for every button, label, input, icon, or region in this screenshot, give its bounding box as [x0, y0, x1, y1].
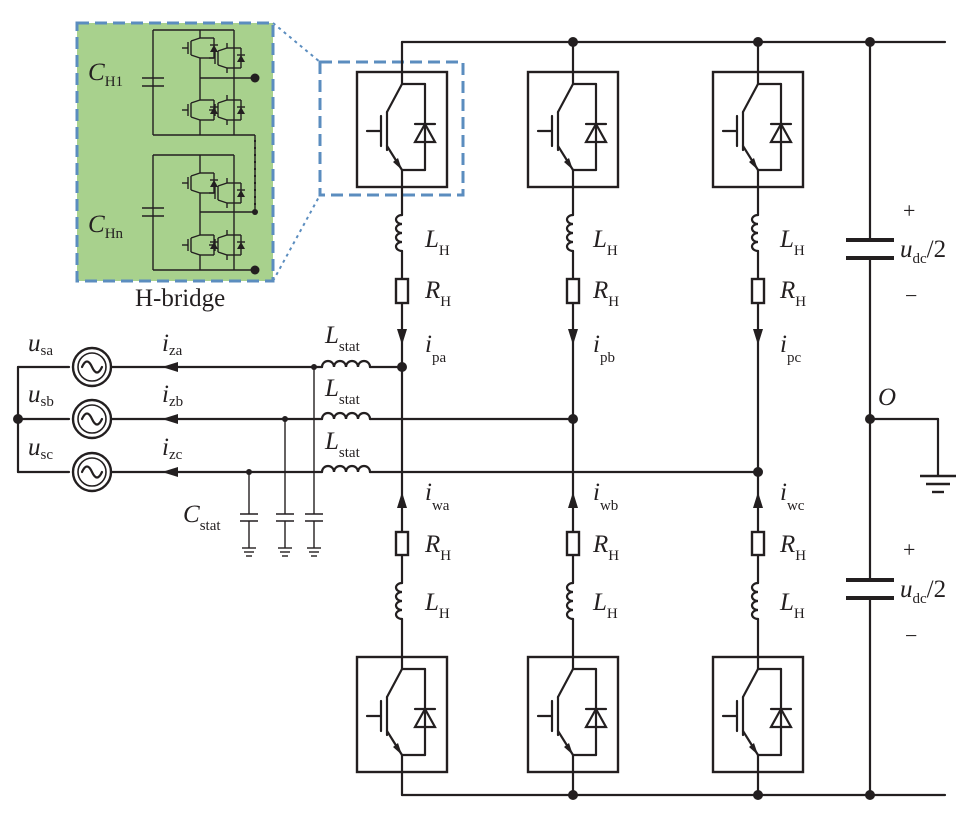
label-R-upper-b: RH [592, 277, 619, 310]
label-i-wb: iwb [593, 479, 618, 514]
arrow-i-pb [568, 329, 578, 345]
upper-submodule-b [526, 70, 620, 189]
arrow-i-zb [162, 414, 178, 424]
h-bridge-inset: CH1 CHn [75, 21, 275, 283]
lower-cap-minus: − [905, 623, 917, 648]
upper-resistor-a [394, 277, 410, 305]
h-bridge-title: H-bridge [135, 285, 225, 312]
label-L-upper-c: LH [779, 226, 805, 259]
upper-cap-minus: − [905, 283, 917, 308]
ac-source-b [71, 398, 113, 440]
label-i-pa: ipa [425, 331, 446, 366]
upper-inductor-c [750, 213, 760, 253]
lower-resistor-c [750, 530, 766, 557]
arrow-i-wb [568, 492, 578, 508]
arrow-i-pa [397, 329, 407, 345]
label-L-lower-b: LH [592, 589, 618, 622]
lower-resistor-b [565, 530, 581, 557]
label-i-pc: ipc [780, 331, 801, 366]
lower-resistor-a [394, 530, 410, 557]
lower-inductor-b [565, 581, 575, 621]
label-L-stat-a: Lstat [324, 322, 361, 355]
label-C-stat: Cstat [183, 501, 221, 534]
label-i-pb: ipb [593, 331, 615, 366]
lower-submodule-a [355, 655, 449, 774]
label-R-lower-b: RH [592, 531, 619, 564]
label-u-dc-lower: udc/2 [900, 576, 946, 607]
filter-capacitors [240, 364, 323, 557]
label-R-lower-c: RH [779, 531, 806, 564]
upper-submodule-c [711, 70, 805, 189]
grid-inductor-b [320, 411, 372, 421]
upper-resistor-b [565, 277, 581, 305]
upper-resistor-c [750, 277, 766, 305]
label-u-dc-upper: udc/2 [900, 236, 946, 267]
grid-inductor-c [320, 464, 372, 474]
label-L-lower-c: LH [779, 589, 805, 622]
inset-cap-h1-label: CH1 [88, 59, 123, 90]
label-i-zb: izb [162, 381, 183, 410]
upper-inductor-a [394, 213, 404, 253]
label-midpoint-O: O [878, 384, 896, 411]
label-i-zc: izc [162, 434, 183, 463]
label-u-sc: usc [28, 434, 53, 463]
label-i-wc: iwc [780, 479, 805, 514]
label-R-upper-c: RH [779, 277, 806, 310]
arrow-i-wc [753, 492, 763, 508]
arrow-i-za [162, 362, 178, 372]
label-i-wa: iwa [425, 479, 450, 514]
ground-symbol [920, 474, 956, 494]
inset-cap-hn-label: CHn [88, 211, 124, 242]
lower-submodule-c [711, 655, 805, 774]
upper-cap-plus: + [903, 198, 915, 223]
highlighted-submodule-frame [318, 60, 465, 197]
arrow-i-wa [397, 492, 407, 508]
lower-submodule-b [526, 655, 620, 774]
ac-source-c [71, 451, 113, 493]
label-L-stat-c: Lstat [324, 428, 361, 461]
arrow-i-zc [162, 467, 178, 477]
label-L-stat-b: Lstat [324, 375, 361, 408]
label-i-za: iza [162, 330, 183, 359]
label-R-upper-a: RH [424, 277, 451, 310]
upper-inductor-b [565, 213, 575, 253]
arrow-i-pc [753, 329, 763, 345]
label-L-upper-a: LH [424, 226, 450, 259]
lower-cap-plus: + [903, 537, 915, 562]
label-u-sa: usa [28, 330, 53, 359]
lower-inductor-a [394, 581, 404, 621]
label-u-sb: usb [28, 381, 54, 410]
grid-inductor-a [320, 359, 372, 369]
upper-submodule-a [355, 70, 449, 189]
lower-inductor-c [750, 581, 760, 621]
ac-source-a [71, 346, 113, 388]
label-L-lower-a: LH [424, 589, 450, 622]
label-L-upper-b: LH [592, 226, 618, 259]
label-R-lower-a: RH [424, 531, 451, 564]
